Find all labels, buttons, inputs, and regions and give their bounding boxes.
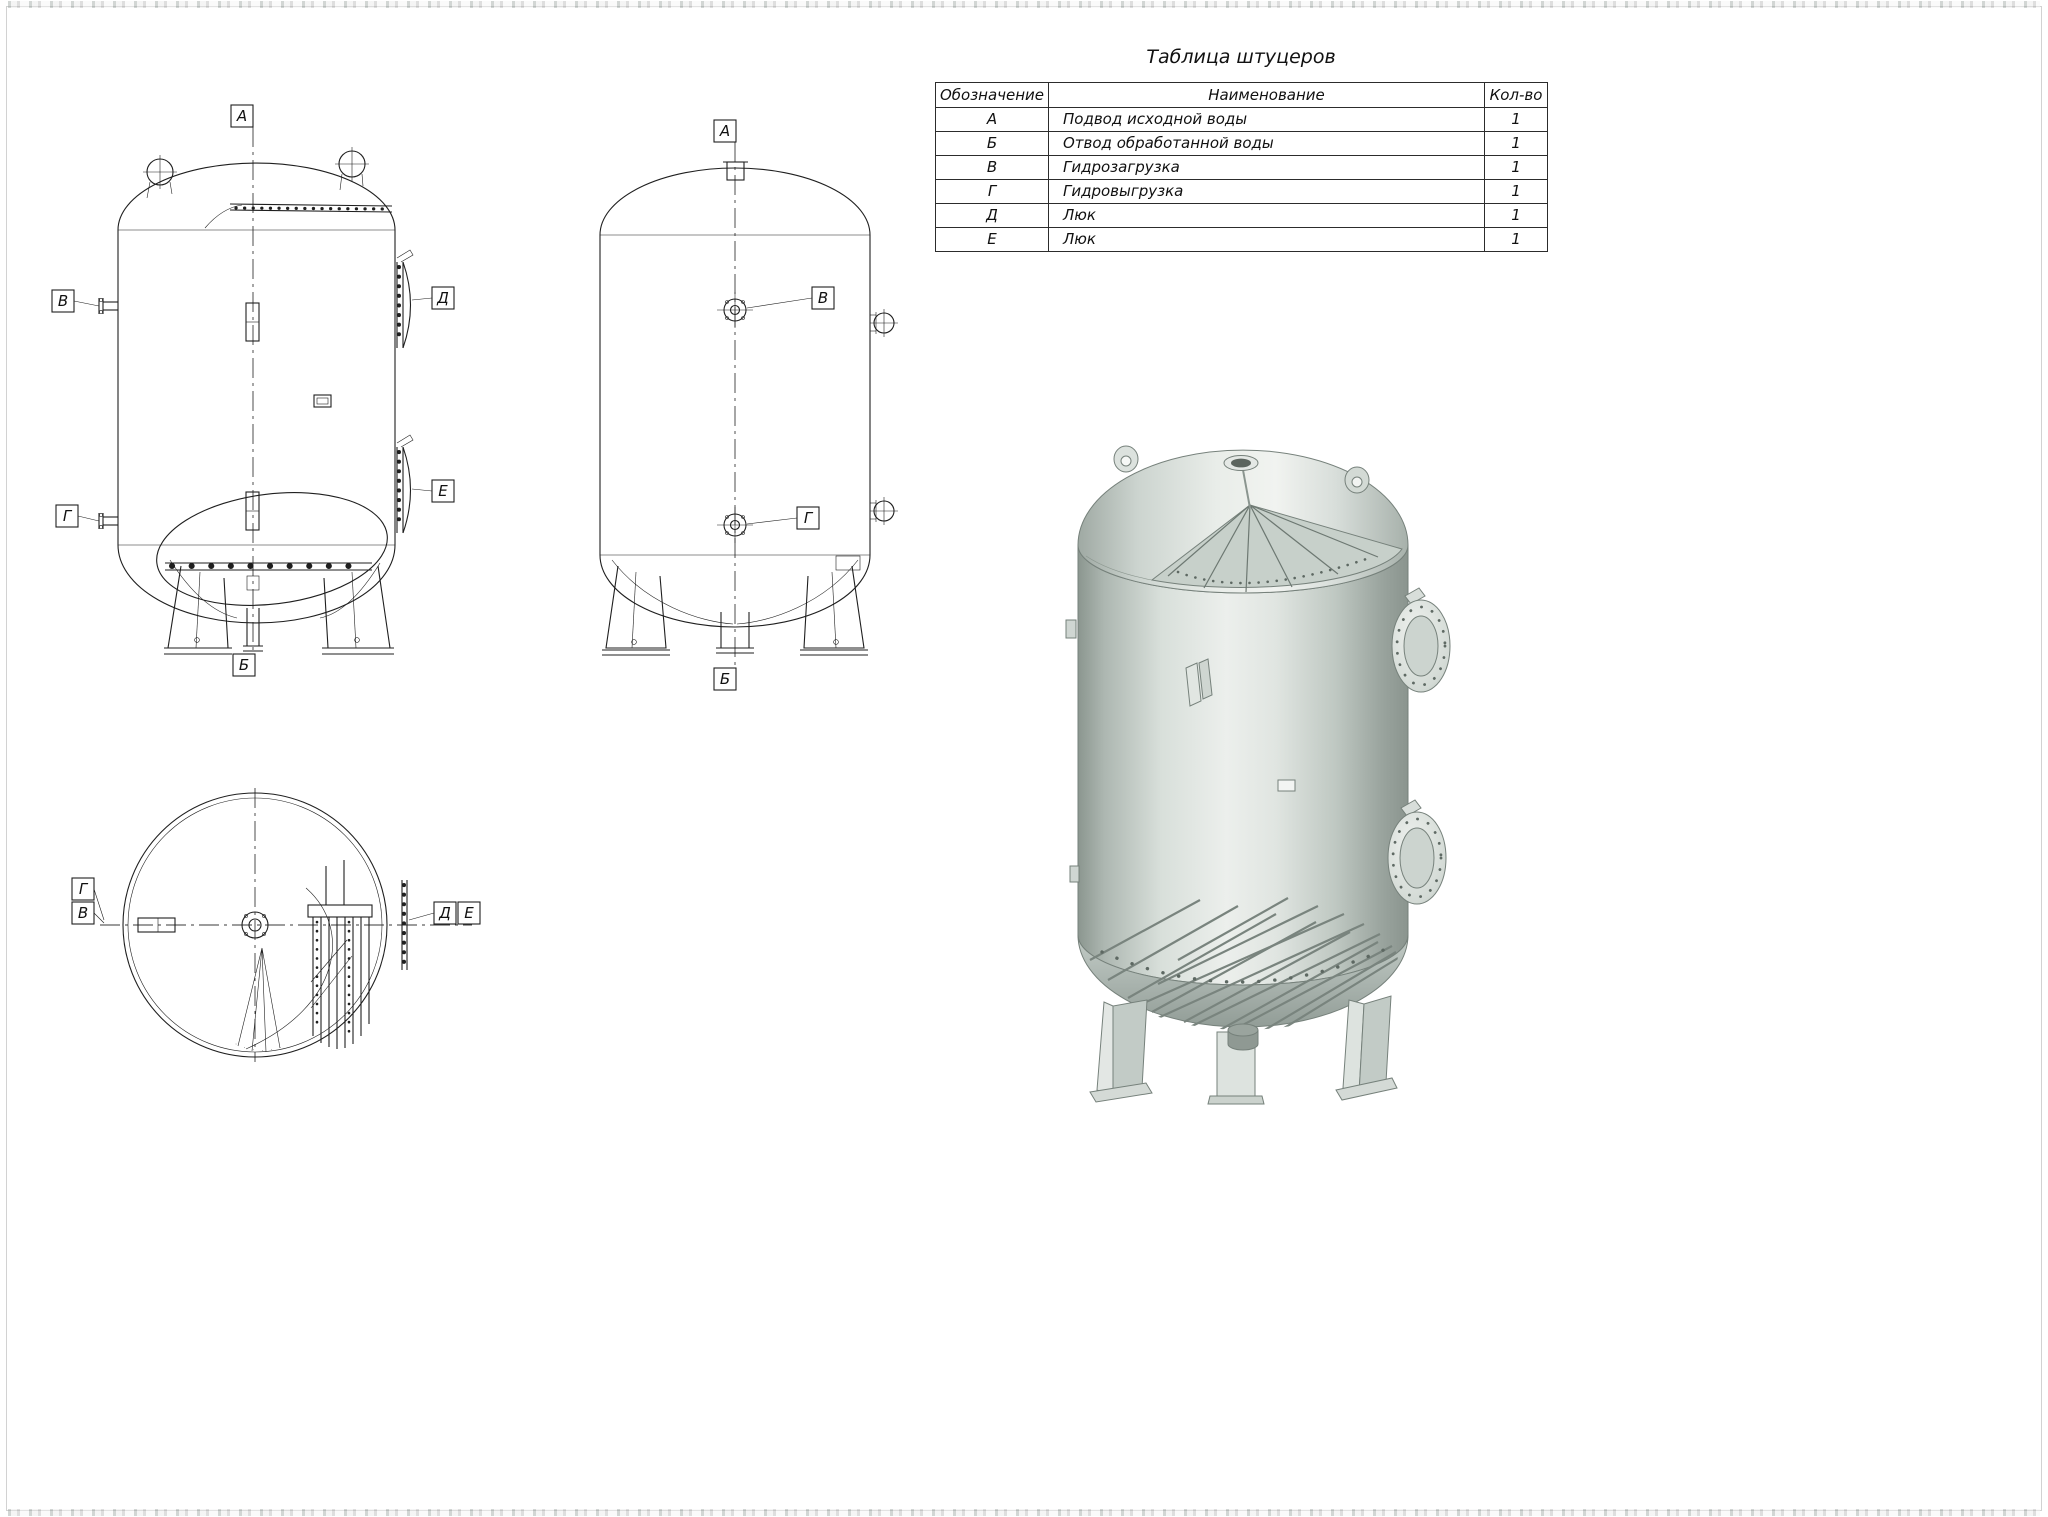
side-label-b-text: Б [720, 670, 730, 688]
table-row: А Подвод исходной воды 1 [935, 107, 1548, 132]
top-label-e: Е [457, 901, 481, 925]
col-header-name: Наименование [1048, 82, 1485, 108]
iso-side-tab-upper [1065, 619, 1077, 639]
cell-designation: А [935, 107, 1049, 132]
front-sight-ports [245, 302, 260, 531]
iso-lifting-lug-right [1344, 466, 1370, 494]
front-label-g: Г [55, 504, 100, 528]
iso-bottom-distributor [1089, 897, 1399, 1030]
iso-manhole-lower [1387, 799, 1447, 905]
side-label-v: В [746, 286, 835, 310]
front-lifting-lugs [143, 147, 369, 199]
front-label-a-text: А [236, 107, 247, 125]
cell-name: Люк [1048, 227, 1485, 252]
side-nozzle-g [717, 507, 753, 543]
side-label-v-text: В [818, 289, 828, 307]
side-label-a-text: А [719, 122, 730, 140]
iso-side-tab-lower [1069, 865, 1080, 883]
cell-name: Гидрозагрузка [1048, 155, 1485, 180]
cell-name: Люк [1048, 203, 1485, 228]
cell-designation: Е [935, 227, 1049, 252]
cell-qty: 1 [1484, 107, 1548, 132]
top-shell [122, 792, 388, 1058]
side-lug-upper [870, 309, 898, 337]
front-label-b: Б [232, 653, 256, 677]
front-label-b-text: Б [239, 656, 249, 674]
front-label-v: В [51, 289, 100, 313]
front-vessel-shell [117, 162, 396, 624]
iso-bottom-nozzle [1227, 1023, 1259, 1051]
top-label-d-text: Д [438, 904, 451, 922]
iso-top-nozzle [1223, 455, 1259, 471]
iso-bottom-head [1077, 934, 1409, 1028]
top-view: Г В Д Е [71, 788, 481, 1062]
top-nozzle-stub [137, 917, 176, 933]
cell-name: Отвод обработанной воды [1048, 131, 1485, 156]
iso-manhole-upper [1391, 587, 1451, 693]
front-label-e-text: Е [438, 482, 448, 500]
top-label-g-text: Г [79, 880, 89, 898]
iso-body [1077, 544, 1409, 986]
front-view: А В Г Д Е [51, 104, 455, 677]
table-row: Г Гидровыгрузка 1 [935, 179, 1548, 204]
iso-head-cutaway [1085, 469, 1403, 593]
side-label-a: А [713, 119, 737, 143]
side-label-g: Г [746, 506, 820, 530]
nozzle-table: Обозначение Наименование Кол-во А Подвод… [935, 82, 1548, 252]
front-label-d: Д [411, 286, 455, 310]
side-lug-lower [870, 497, 898, 525]
cell-qty: 1 [1484, 227, 1548, 252]
cell-name: Подвод исходной воды [1048, 107, 1485, 132]
front-manhole-e [396, 434, 414, 534]
cell-qty: 1 [1484, 131, 1548, 156]
front-label-a: А [230, 104, 254, 128]
nozzle-table-title: Таблица штуцеров [1146, 46, 1336, 68]
side-legs [602, 555, 868, 656]
iso-lifting-lug-left [1113, 445, 1139, 473]
iso-shell-bracket [1185, 658, 1213, 707]
iso-view [1065, 445, 1451, 1105]
front-label-d-text: Д [436, 289, 449, 307]
front-top-distributor [204, 203, 393, 229]
scan-noise-bottom [8, 1509, 2040, 1516]
cell-qty: 1 [1484, 203, 1548, 228]
front-nozzle-v [98, 298, 118, 314]
table-row: Д Люк 1 [935, 203, 1548, 228]
top-nozzle-a [241, 911, 269, 939]
nozzle-table-block: Таблица штуцеров Обозначение Наименовани… [935, 46, 1548, 252]
side-view: А В Г Б [599, 119, 898, 691]
side-label-g-text: Г [804, 509, 814, 527]
top-manhole-edge [401, 880, 408, 970]
table-row: В Гидрозагрузка 1 [935, 155, 1548, 180]
table-row: Е Люк 1 [935, 227, 1548, 252]
top-label-e-text: Е [464, 904, 474, 922]
top-distributor [235, 860, 373, 1053]
cell-designation: Г [935, 179, 1049, 204]
side-vessel-shell [599, 167, 871, 628]
side-nozzle-a [723, 161, 748, 181]
side-label-b: Б [713, 667, 737, 691]
table-header-row: Обозначение Наименование Кол-во [935, 82, 1548, 108]
iso-nameplate [1277, 779, 1296, 792]
scan-noise-top [8, 1, 2040, 8]
front-legs [164, 565, 394, 655]
iso-legs [1089, 995, 1398, 1105]
front-nozzle-b [243, 608, 263, 652]
front-label-e: Е [411, 479, 455, 503]
top-label-v: В [71, 901, 105, 925]
front-label-v-text: В [58, 292, 68, 310]
top-label-v-text: В [78, 904, 88, 922]
front-nameplate [313, 394, 332, 408]
front-manhole-d [396, 249, 414, 349]
cell-designation: В [935, 155, 1049, 180]
top-label-d: Д [408, 901, 457, 925]
side-nozzle-v [717, 292, 753, 328]
front-bottom-distributor [156, 492, 388, 606]
side-nozzle-b [716, 612, 754, 654]
front-nozzle-g [98, 513, 118, 529]
top-label-g: Г [71, 877, 105, 921]
front-label-g-text: Г [63, 507, 73, 525]
